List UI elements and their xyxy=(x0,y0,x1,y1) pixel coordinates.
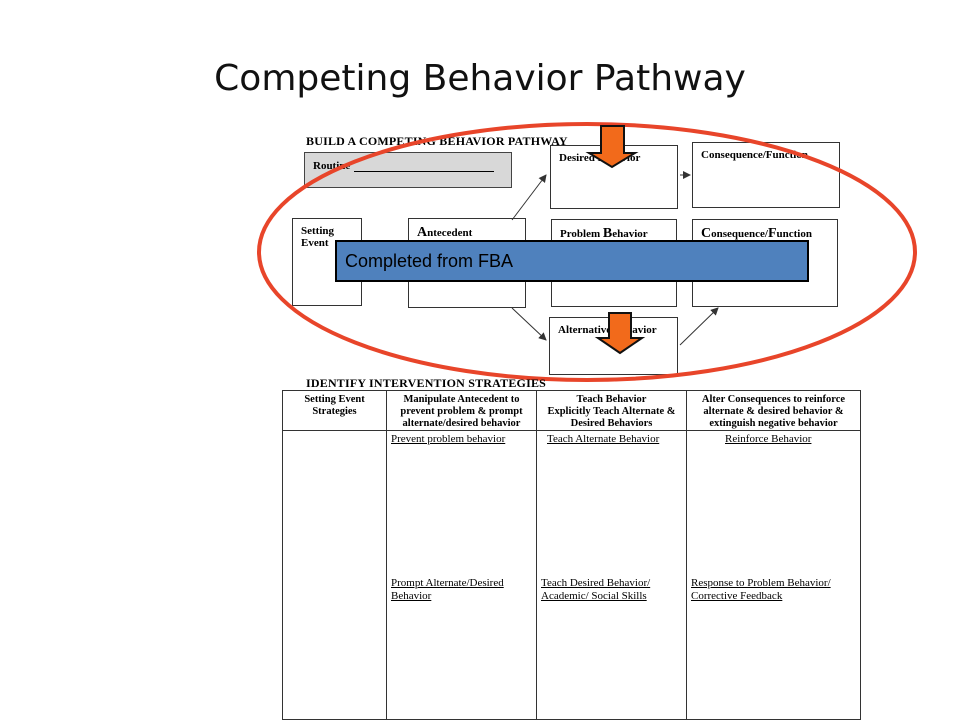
completed-from-fba-banner: Completed from FBA xyxy=(335,240,809,282)
column-header-line: Desired Behaviors xyxy=(570,418,653,429)
function-part: unction xyxy=(776,228,812,240)
pathway-heading: BUILD A COMPETING BEHAVIOR PATHWAY xyxy=(306,134,568,148)
column-header: Teach Behavior Explicitly Teach Alternat… xyxy=(537,391,686,431)
slide-title: Competing Behavior Pathway xyxy=(214,58,746,99)
problem-behavior-initial: B xyxy=(602,226,613,241)
column-header-line: Teach Behavior xyxy=(576,394,647,405)
problem-behavior-part1: Problem xyxy=(560,228,603,240)
antecedent-strategies-column: Manipulate Antecedent to prevent problem… xyxy=(387,391,537,719)
consequence-part: onsequence/ xyxy=(711,228,768,240)
strategies-heading: IDENTIFY INTERVENTION STRATEGIES xyxy=(306,376,547,390)
strategy-item: Reinforce Behavior xyxy=(725,433,812,445)
down-arrow-top-icon xyxy=(585,125,639,169)
column-header-line: alternate & desired behavior & xyxy=(703,406,844,417)
teach-behavior-column: Teach Behavior Explicitly Teach Alternat… xyxy=(537,391,687,719)
setting-event-label: Setting Event xyxy=(301,225,334,249)
highlight-ellipse xyxy=(257,122,917,382)
consequence-initial: C xyxy=(701,226,712,241)
antecedent-initial: A xyxy=(417,225,428,240)
strategy-item: Teach Desired Behavior/ xyxy=(541,577,651,589)
strategies-table: Setting Event Strategies Manipulate Ante… xyxy=(282,390,861,720)
strategy-item: Teach Alternate Behavior xyxy=(547,433,660,445)
down-arrow-bottom-icon xyxy=(594,312,646,355)
strategy-item: Prevent problem behavior xyxy=(391,433,506,445)
function-initial: F xyxy=(767,226,777,241)
strategy-item: Corrective Feedback xyxy=(691,590,783,602)
column-header-line: Setting Event xyxy=(304,394,365,405)
alter-consequences-column: Alter Consequences to reinforce alternat… xyxy=(687,391,860,719)
column-header-line: alternate/desired behavior xyxy=(402,418,521,429)
strategy-item: Prompt Alternate/Desired xyxy=(391,577,504,589)
column-header-line: Strategies xyxy=(312,406,357,417)
column-header: Alter Consequences to reinforce alternat… xyxy=(687,391,860,431)
column-header-line: Alter Consequences to reinforce xyxy=(701,394,846,405)
column-header-line: Explicitly Teach Alternate & xyxy=(547,406,676,417)
alternative-behavior-label: Alternative Behavior xyxy=(558,324,657,336)
column-header-line: prevent problem & prompt xyxy=(400,406,523,417)
antecedent-to-alternative-arrow xyxy=(511,307,547,341)
column-header: Manipulate Antecedent to prevent problem… xyxy=(387,391,536,431)
strategy-item: Academic/ Social Skills xyxy=(541,590,647,602)
problem-behavior-part2: ehavior xyxy=(612,228,648,240)
strategy-item: Behavior xyxy=(391,590,432,602)
column-header-line: extinguish negative behavior xyxy=(709,418,838,429)
routine-blank-line xyxy=(354,171,495,172)
column-header-line: Manipulate Antecedent to xyxy=(403,394,520,405)
consequence-function-top-box: Consequence/Function xyxy=(692,142,840,208)
strategy-item: Response to Problem Behavior/ xyxy=(691,577,831,589)
antecedent-to-desired-arrow xyxy=(511,174,547,221)
column-header: Setting Event Strategies xyxy=(283,391,386,431)
consequence-function-top-label: Consequence/Function xyxy=(701,149,808,161)
setting-event-strategies-column: Setting Event Strategies xyxy=(283,391,387,719)
antecedent-label: ntecedent xyxy=(427,227,473,239)
alternative-to-consequence-arrow xyxy=(679,307,719,346)
